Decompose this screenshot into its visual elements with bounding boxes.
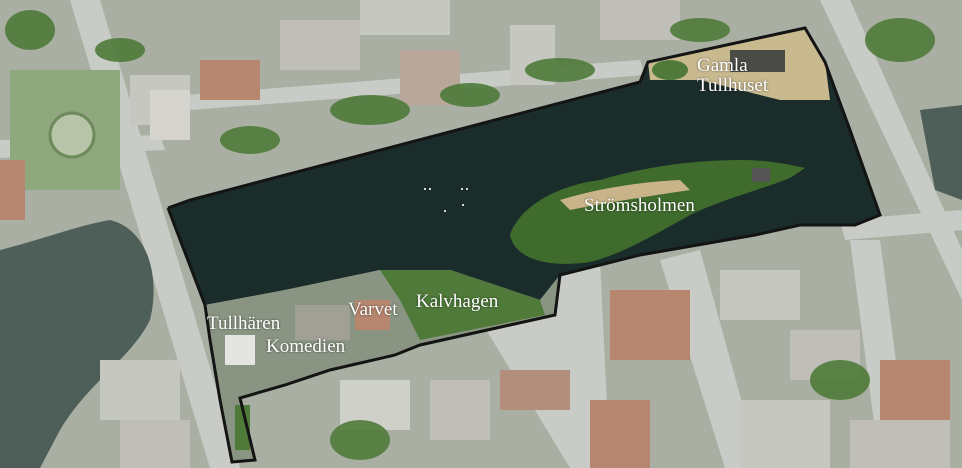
- area-boundary: [166, 26, 882, 464]
- label-kalvhagen: Kalvhagen: [416, 291, 499, 312]
- stromsholmen-path: [560, 180, 690, 210]
- varvet-building: [355, 300, 390, 330]
- tullharen-building: [225, 335, 255, 365]
- gamla-tullhuset-building: [730, 50, 785, 72]
- label-gamla-tullhuset: Gamla Tullhuset: [697, 56, 768, 96]
- stromsholmen-island: [510, 160, 805, 264]
- label-stromsholmen: Strömsholmen: [584, 195, 695, 216]
- gamla-tullhuset-trees: [652, 60, 688, 80]
- river-left: [0, 220, 154, 468]
- label-komedien: Komedien: [266, 336, 346, 357]
- kalvhagen-trees: [380, 270, 545, 340]
- stromsholmen-building: [752, 168, 770, 182]
- trees: [5, 10, 935, 460]
- water-right: [920, 105, 962, 200]
- south-strip-trees: [235, 405, 250, 450]
- komedien-building: [295, 305, 350, 340]
- harbor-water: [168, 28, 880, 305]
- label-gamla-line2: Tullhuset: [697, 75, 769, 96]
- park-circle: [48, 111, 96, 159]
- label-tullharen: Tullhären: [207, 313, 281, 334]
- water-markers: [424, 188, 468, 212]
- label-gamla-line1: Gamla: [697, 55, 748, 76]
- label-varvet: Varvet: [348, 299, 398, 320]
